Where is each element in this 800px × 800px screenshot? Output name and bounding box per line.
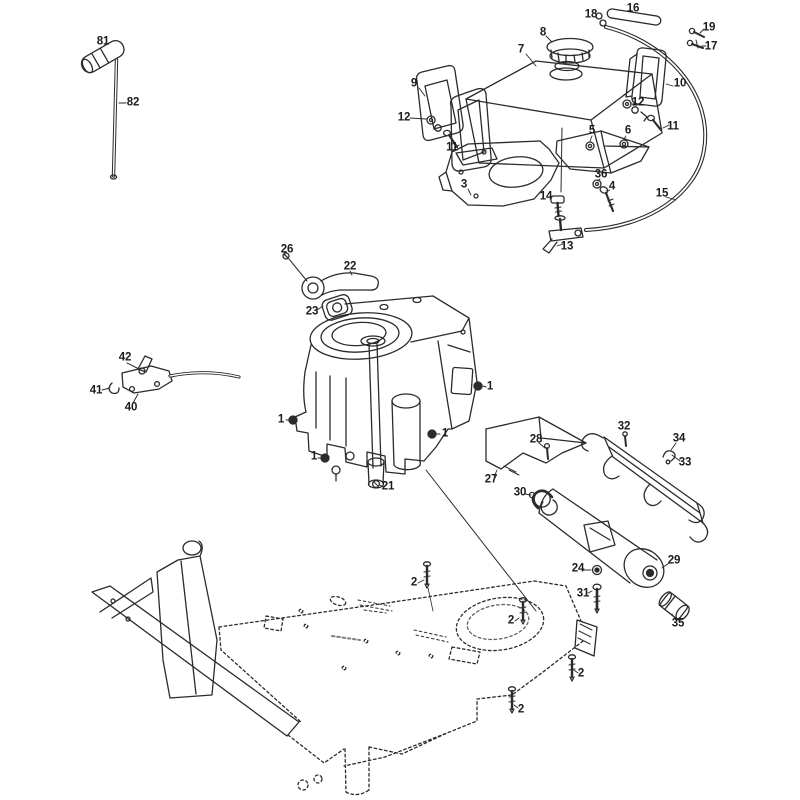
- deck-bolt-2d-drawing: [507, 686, 517, 714]
- part-label-13: 13: [560, 240, 574, 253]
- part-label-35: 35: [671, 617, 685, 630]
- heat-shield-drawing: [485, 416, 587, 476]
- bracket-panel-left-drawing: [415, 64, 464, 142]
- washer-36-drawing: [592, 179, 602, 189]
- bolt-1-leaders: [285, 385, 487, 459]
- part-label-4: 4: [608, 180, 616, 193]
- fastener-12-right-drawing: [622, 99, 648, 122]
- bolt-31-drawing: [592, 583, 602, 614]
- part-label-23: 23: [305, 305, 319, 318]
- part-label-17: 17: [704, 40, 718, 53]
- engine-drawing: [294, 295, 478, 489]
- part-label-82: 82: [126, 96, 140, 109]
- part-label-5: 5: [588, 124, 596, 137]
- part-label-32: 32: [617, 420, 631, 433]
- muffler-bracket-drawing: [555, 130, 650, 174]
- control-lever-drawing: [301, 272, 379, 300]
- fuel-valve-drawing: [542, 215, 584, 254]
- deck-corner-bracket-drawing: [574, 619, 598, 657]
- part-label-1: 1: [486, 380, 494, 393]
- part-label-9: 9: [410, 77, 418, 90]
- fastener-12-left-drawing: [426, 115, 442, 132]
- part-label-27: 27: [484, 473, 498, 486]
- leader-lines: [316, 28, 707, 709]
- part-label-81: 81: [96, 35, 110, 48]
- dipstick-handle-drawing: [80, 39, 125, 74]
- bolt-4-drawing: [599, 186, 615, 213]
- pin-28-drawing: [543, 442, 551, 460]
- part-label-12: 12: [397, 111, 411, 124]
- part-label-19: 19: [702, 21, 716, 34]
- grommet-23-drawing: [321, 294, 353, 321]
- part-label-2: 2: [577, 667, 585, 680]
- muffler-guard-drawing: [581, 431, 709, 543]
- engine-mount-bolts-drawing: [288, 381, 483, 463]
- engine-to-deck-leader: [425, 469, 537, 612]
- part-label-15: 15: [655, 187, 669, 200]
- part-label-1: 1: [441, 427, 449, 440]
- part-label-14: 14: [539, 190, 553, 203]
- washer-24-drawing: [591, 564, 603, 576]
- part-label-2: 2: [517, 703, 525, 716]
- part-label-11: 11: [667, 120, 679, 133]
- part-label-12: 12: [631, 96, 645, 109]
- part-label-28: 28: [529, 433, 543, 446]
- part-label-3: 3: [460, 178, 468, 191]
- part-label-34: 34: [672, 432, 686, 445]
- part-label-24: 24: [571, 562, 585, 575]
- bolt-14-drawing: [550, 195, 565, 218]
- bolt-21-drawing: [371, 479, 381, 489]
- part-label-18: 18: [584, 8, 598, 21]
- part-label-30: 30: [513, 486, 527, 499]
- clip-34-drawing: [662, 450, 676, 465]
- deck-bolt-2a-drawing: [422, 561, 434, 612]
- part-label-11: 11: [446, 141, 458, 154]
- part-label-33: 33: [678, 456, 692, 469]
- mounting-plate-drawing: [438, 140, 560, 207]
- part-label-1: 1: [310, 450, 318, 463]
- part-label-2: 2: [410, 576, 418, 589]
- part-label-31: 31: [576, 587, 590, 600]
- part-label-22: 22: [343, 260, 357, 273]
- part-label-36: 36: [594, 168, 608, 181]
- deck-bolt-2b-drawing: [518, 597, 528, 625]
- muffler-drawing: [531, 488, 665, 588]
- screw-11-left-drawing: [442, 129, 460, 149]
- bracket-panel-right-drawing: [625, 47, 667, 107]
- vent-tube-drawing: [606, 8, 662, 26]
- part-label-1: 1: [277, 413, 285, 426]
- mower-deck-drawing: [218, 580, 584, 796]
- part-label-6: 6: [624, 124, 632, 137]
- part-label-21: 21: [381, 480, 395, 493]
- discharge-chute-drawing: [91, 540, 300, 737]
- fuel-cap-drawing: [546, 37, 594, 81]
- dipstick-rod-drawing: [109, 58, 127, 180]
- screw-26-drawing: [282, 252, 308, 282]
- part-label-8: 8: [539, 26, 547, 39]
- deck-bolt-2c-drawing: [567, 654, 577, 682]
- fitting-18-drawing: [595, 12, 607, 27]
- part-label-10: 10: [673, 77, 687, 90]
- fuel-tank-drawing: [449, 60, 663, 193]
- part-label-26: 26: [280, 243, 294, 256]
- screw-19-drawing: [688, 27, 705, 38]
- spark-arrestor-drawing: [658, 591, 690, 621]
- throttle-control-drawing: [101, 355, 241, 404]
- part-label-42: 42: [118, 351, 132, 364]
- part-label-40: 40: [124, 401, 138, 414]
- part-label-7: 7: [517, 43, 525, 56]
- part-label-16: 16: [626, 2, 640, 15]
- part-label-2: 2: [507, 614, 515, 627]
- part-label-29: 29: [667, 554, 681, 567]
- screw-11-right-drawing: [646, 114, 663, 132]
- part-label-41: 41: [89, 384, 103, 397]
- fuel-line-drawing: [584, 25, 708, 232]
- screw-17-drawing: [686, 39, 704, 49]
